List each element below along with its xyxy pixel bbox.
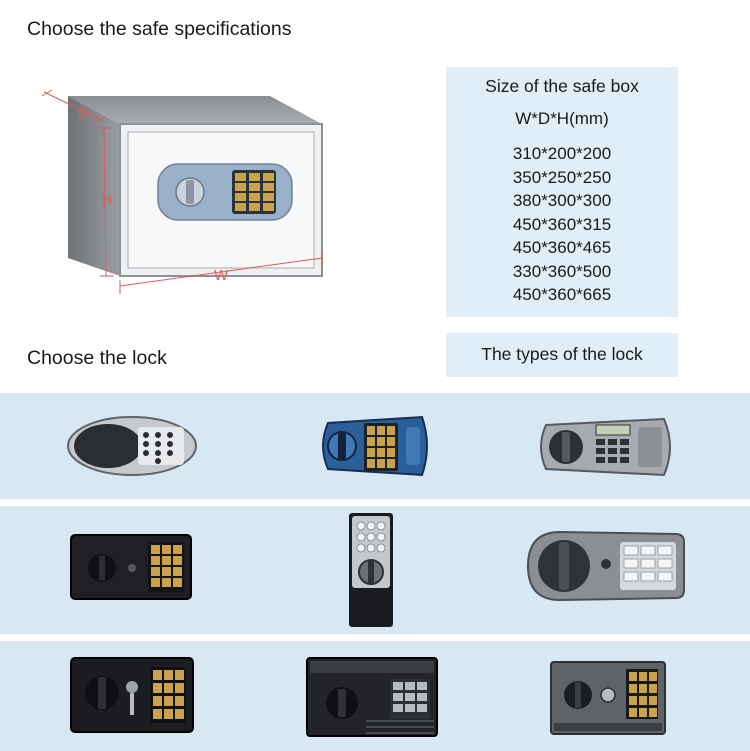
size-item: 450*360*315 (512, 214, 612, 234)
silver-lcd-keypad-lock-icon (540, 417, 671, 477)
lock-row-3 (0, 641, 750, 751)
safe-size-box: Size of the safe box W*D*H(mm) 310*200*2… (446, 67, 678, 317)
size-item: 450*360*465 (512, 238, 612, 257)
size-item: 310*200*200 (512, 144, 612, 163)
black-panel-keypad-lock-icon (70, 534, 192, 600)
size-item: 350*250*250 (512, 167, 612, 187)
size-box-subtitle: W*D*H(mm) (515, 109, 609, 128)
lock-row-2 (0, 506, 750, 634)
width-label: W (214, 267, 229, 284)
specifications-heading: Choose the safe specifications (27, 18, 292, 40)
safe-dimension-diagram: D H W (41, 89, 323, 294)
blue-oval-knob-keypad-lock-icon (322, 415, 428, 477)
vertical-silver-keypad-knob-lock-icon (349, 513, 393, 627)
size-item: 330*360*500 (512, 261, 612, 281)
grey-panel-knob-keypad-lock-icon (550, 661, 666, 735)
grey-knob-white-keypad-lock-icon (526, 530, 685, 602)
height-label: H (102, 191, 112, 207)
lock-row-1 (0, 393, 750, 499)
size-item: 380*300*300 (512, 191, 612, 210)
lock-heading: Choose the lock (27, 347, 167, 369)
size-list: 310*200*200 350*250*250 380*300*300 450*… (446, 142, 678, 307)
oval-silver-keypad-lock-icon (67, 416, 197, 476)
lock-types-label: The types of the lock (446, 333, 678, 377)
dimension-lines (41, 89, 323, 294)
black-box-knob-keypad-lock-icon (306, 657, 438, 737)
depth-label: D (78, 105, 88, 121)
black-key-knob-keypad-lock-icon (70, 657, 194, 733)
size-item: 450*360*665 (512, 285, 612, 304)
size-box-title: Size of the safe box (485, 76, 639, 96)
keypad-lock-panel (157, 163, 293, 221)
